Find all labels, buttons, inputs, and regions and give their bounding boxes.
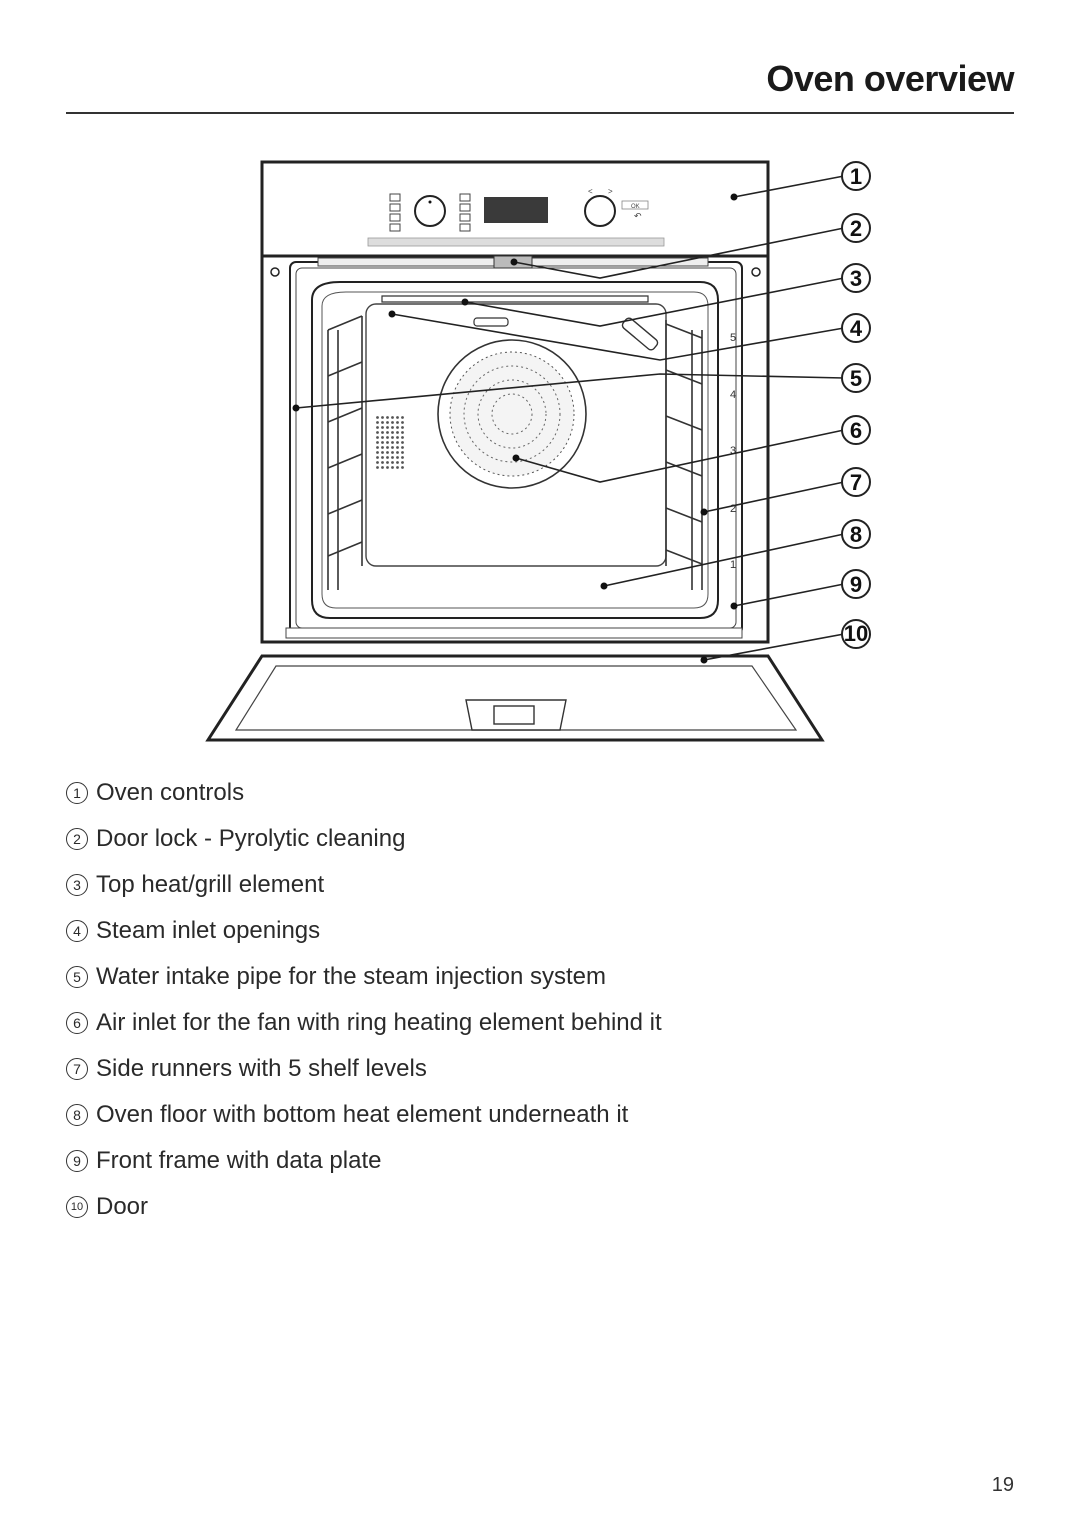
legend-number: 9 <box>66 1150 88 1172</box>
leader-lines <box>295 175 845 661</box>
legend-item: 2 Door lock - Pyrolytic cleaning <box>66 816 662 862</box>
legend-number: 10 <box>66 1196 88 1218</box>
legend-item: 7 Side runners with 5 shelf levels <box>66 1046 662 1092</box>
svg-text:4: 4 <box>850 316 863 341</box>
leader-dots <box>292 193 738 664</box>
svg-text:↶: ↶ <box>634 211 642 221</box>
legend-list: 1 Oven controls 2 Door lock - Pyrolytic cl… <box>66 770 662 1230</box>
page-title: Oven overview <box>766 58 1014 99</box>
svg-text:3: 3 <box>850 266 862 291</box>
shelf-level-5: 5 <box>730 332 736 344</box>
callout-2: 2 <box>841 213 871 243</box>
steam-inlet-grid <box>376 416 406 470</box>
legend-item: 6 Air inlet for the fan with ring heating… <box>66 1000 662 1046</box>
legend-text: Top heat/grill element <box>96 871 325 898</box>
legend-text: Oven controls <box>96 779 245 806</box>
legend-text: Door lock - Pyrolytic cleaning <box>96 825 406 852</box>
legend-number: 7 <box>66 1058 88 1080</box>
side-runners-right <box>665 320 703 590</box>
callout-7: 7 <box>841 467 871 497</box>
legend-item: 8 Oven floor with bottom heat element und… <box>66 1092 662 1138</box>
display-screen <box>484 197 548 223</box>
page-number: 19 <box>991 1474 1014 1496</box>
svg-text:10: 10 <box>844 621 868 646</box>
legend-number: 3 <box>66 874 88 896</box>
legend-text: Oven floor with bottom heat element unde… <box>96 1101 629 1128</box>
callout-3: 3 <box>841 263 871 293</box>
grill-element <box>381 295 649 303</box>
shelf-level-3: 3 <box>730 445 736 457</box>
legend-number: 6 <box>66 1012 88 1034</box>
function-selector-knob <box>414 195 446 227</box>
legend-item: 10 Door <box>66 1184 662 1230</box>
oven-diagram: < > OK ↶ 5 4 3 <box>205 160 871 742</box>
legend-item: 4 Steam inlet openings <box>66 908 662 954</box>
callout-9: 9 <box>841 569 871 599</box>
callout-6: 6 <box>841 415 871 445</box>
legend-text: Door <box>96 1193 149 1220</box>
shelf-level-4: 4 <box>730 389 736 401</box>
side-runners-left <box>327 315 363 590</box>
function-buttons-left <box>389 193 471 232</box>
legend-text: Water intake pipe for the steam injectio… <box>96 963 606 990</box>
legend-item: 3 Top heat/grill element <box>66 862 662 908</box>
svg-text:7: 7 <box>850 470 862 495</box>
legend-text: Steam inlet openings <box>96 917 321 944</box>
svg-text:5: 5 <box>850 366 862 391</box>
legend-item: 9 Front frame with data plate <box>66 1138 662 1184</box>
legend-number: 1 <box>66 782 88 804</box>
title-rule <box>66 112 1014 114</box>
svg-text:9: 9 <box>850 572 862 597</box>
legend-number: 8 <box>66 1104 88 1126</box>
shelf-level-1: 1 <box>730 559 736 571</box>
callout-8: 8 <box>841 519 871 549</box>
temperature-knob <box>584 195 616 227</box>
shelf-level-2: 2 <box>730 503 736 515</box>
callout-4: 4 <box>841 313 871 343</box>
svg-text:<: < <box>588 187 593 196</box>
svg-text:6: 6 <box>850 418 862 443</box>
callout-5: 5 <box>841 363 871 393</box>
legend-text: Front frame with data plate <box>96 1147 382 1174</box>
ok-label: OK <box>631 204 640 210</box>
svg-text:>: > <box>608 187 613 196</box>
svg-text:1: 1 <box>850 164 862 189</box>
legend-number: 2 <box>66 828 88 850</box>
callout-1: 1 <box>841 161 871 191</box>
legend-item: 1 Oven controls <box>66 770 662 816</box>
panel-strip <box>367 237 665 247</box>
callout-10: 10 <box>841 619 871 649</box>
legend-item: 5 Water intake pipe for the steam injecti… <box>66 954 662 1000</box>
legend-text: Air inlet for the fan with ring heating … <box>96 1009 662 1036</box>
legend-number: 4 <box>66 920 88 942</box>
legend-text: Side runners with 5 shelf levels <box>96 1055 427 1082</box>
svg-text:8: 8 <box>850 522 862 547</box>
ok-button <box>621 200 649 210</box>
svg-text:2: 2 <box>850 216 862 241</box>
legend-number: 5 <box>66 966 88 988</box>
